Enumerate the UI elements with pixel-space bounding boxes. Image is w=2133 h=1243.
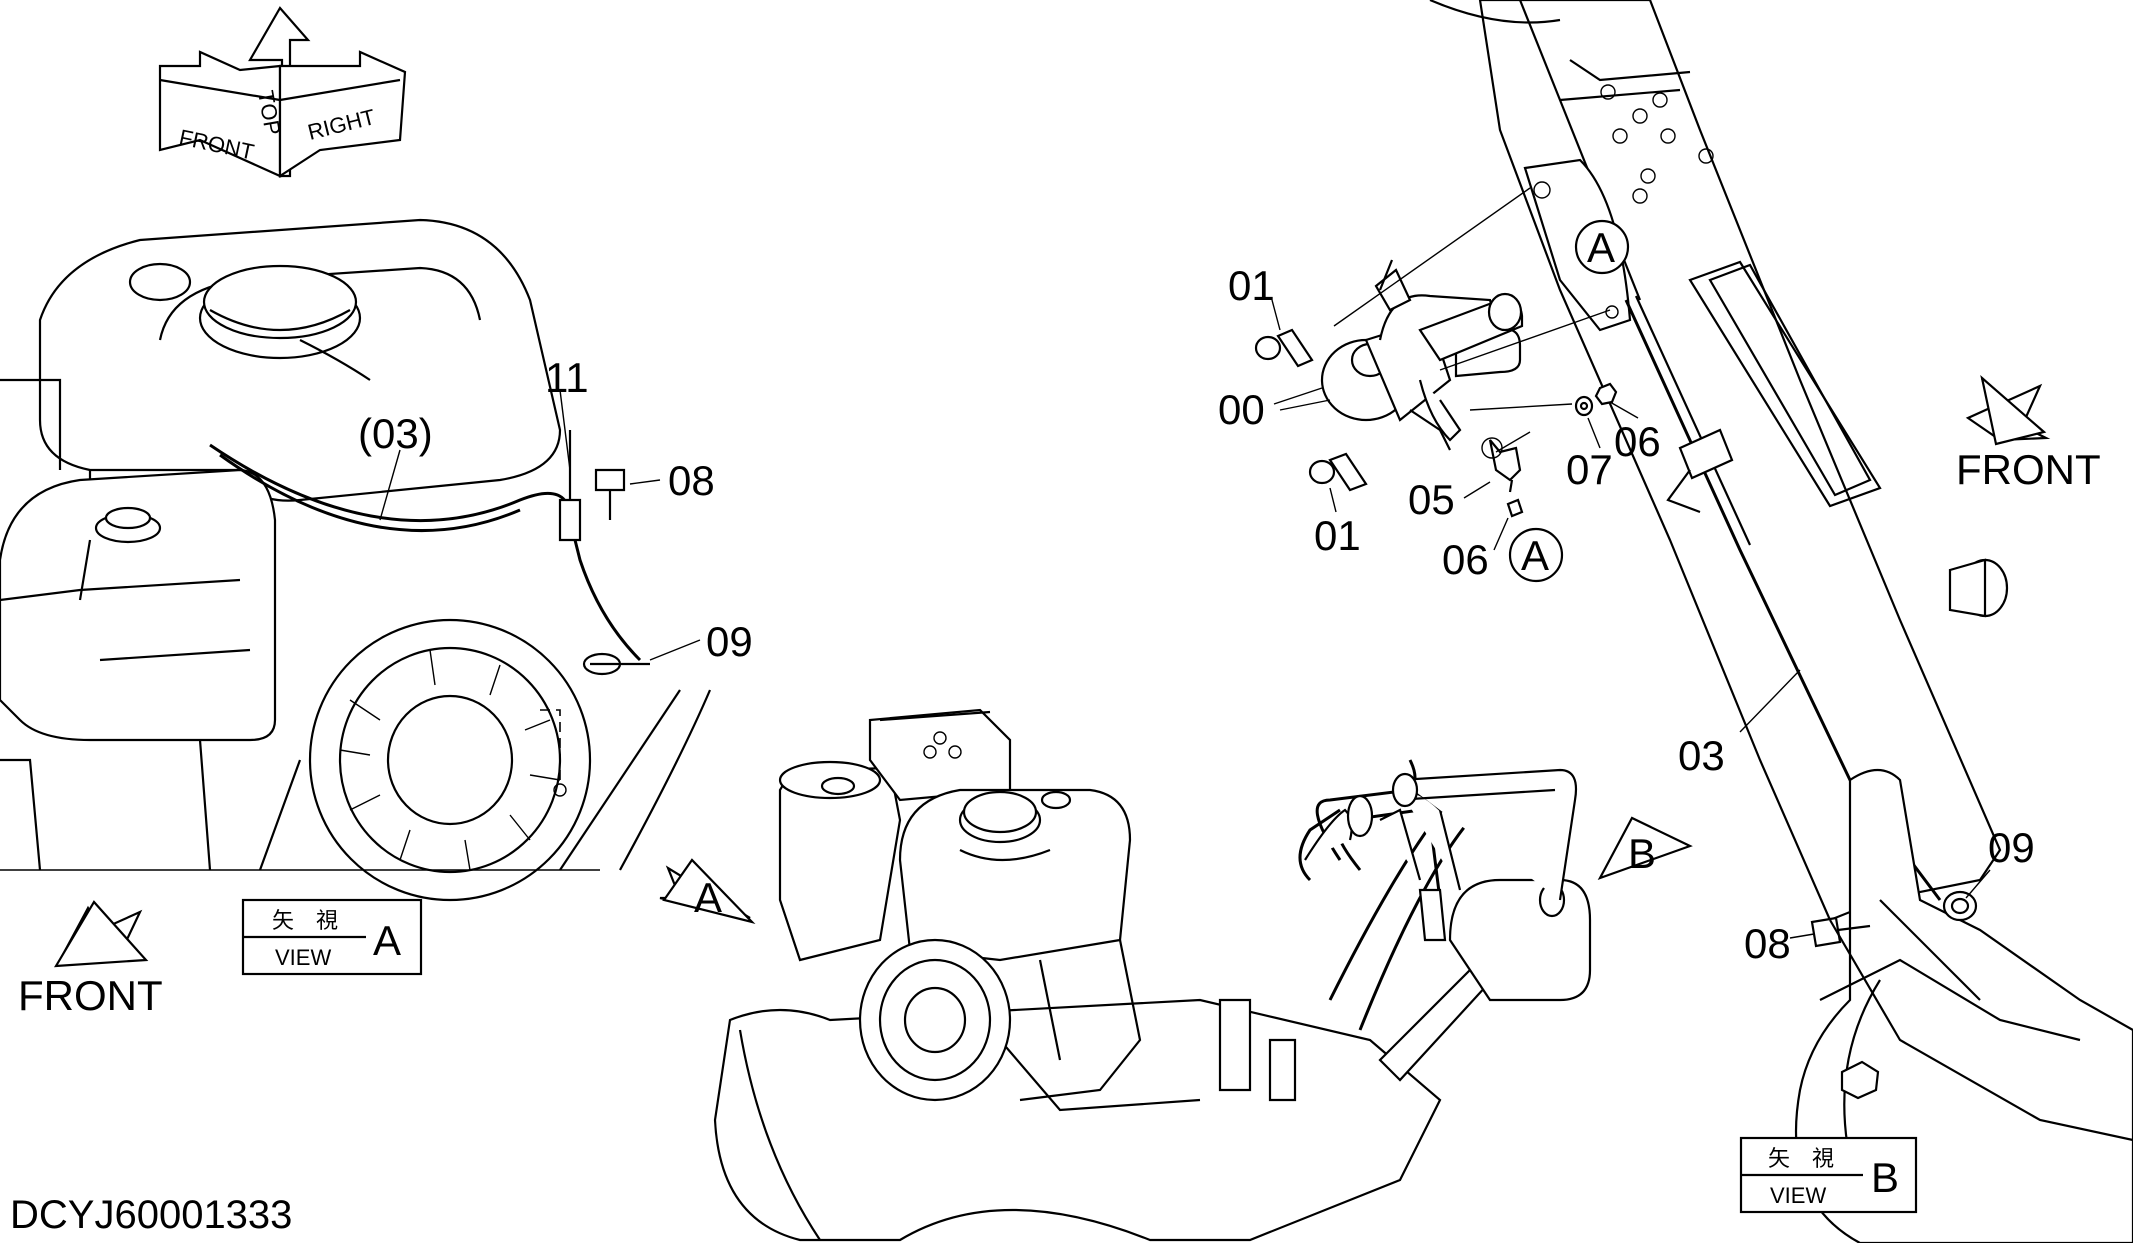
callout-08: 08 [668,457,715,504]
view-arrow-b: B [1597,816,1693,880]
callout-03: 03 [1678,732,1725,779]
callout-05: 05 [1408,476,1455,523]
view-b-view-text: VIEW [1770,1183,1826,1208]
callout-07: 07 [1566,446,1613,493]
orientation-icon: FRONT TOP RIGHT [158,6,407,179]
callout-09-right: 09 [1988,824,2035,871]
front-arrow-left: FRONT [18,900,163,1019]
callout-00: 00 [1218,386,1265,433]
view-arrow-a-letter: A [694,874,722,921]
view-a-callouts: 11 (03) 08 09 [358,354,753,665]
view-b-letter: B [1871,1154,1899,1201]
drawing-number: DCYJ60001333 [10,1193,292,1237]
front-label-right: FRONT [1956,446,2101,493]
callout-08-right: 08 [1744,920,1791,967]
circle-a-lower-letter: A [1521,532,1549,579]
callout-06-upper: 06 [1614,418,1661,465]
front-arrow-right: FRONT [1956,375,2101,493]
main-assembly-drawing [713,708,1592,1242]
callout-06-lower: 06 [1442,536,1489,583]
view-b-kanji: 矢 視 [1768,1146,1834,1171]
callout-03-ref: (03) [358,410,433,457]
detail-leaders [1271,299,1991,939]
callout-11: 11 [545,354,589,401]
view-a-box: 矢 視 VIEW A [241,898,423,976]
callout-01-bottom: 01 [1314,512,1361,559]
view-b-box: 矢 視 VIEW B [1739,1136,1918,1214]
callout-01-top: 01 [1228,262,1275,309]
circle-a-upper-letter: A [1587,224,1615,271]
front-label-left: FRONT [18,972,163,1019]
view-arrow-a: A [659,858,756,925]
circle-a-lower: A [1508,527,1564,583]
circle-a-upper: A [1574,219,1630,275]
callout-09: 09 [706,618,753,665]
view-a-kanji: 矢 視 [272,908,338,933]
view-arrow-b-letter: B [1628,830,1656,877]
view-a-letter: A [373,917,401,964]
view-a-view-text: VIEW [275,945,331,970]
view-a-drawing [0,218,712,902]
detail-callouts: 01 00 01 05 06 07 06 03 09 08 [1218,262,2035,967]
